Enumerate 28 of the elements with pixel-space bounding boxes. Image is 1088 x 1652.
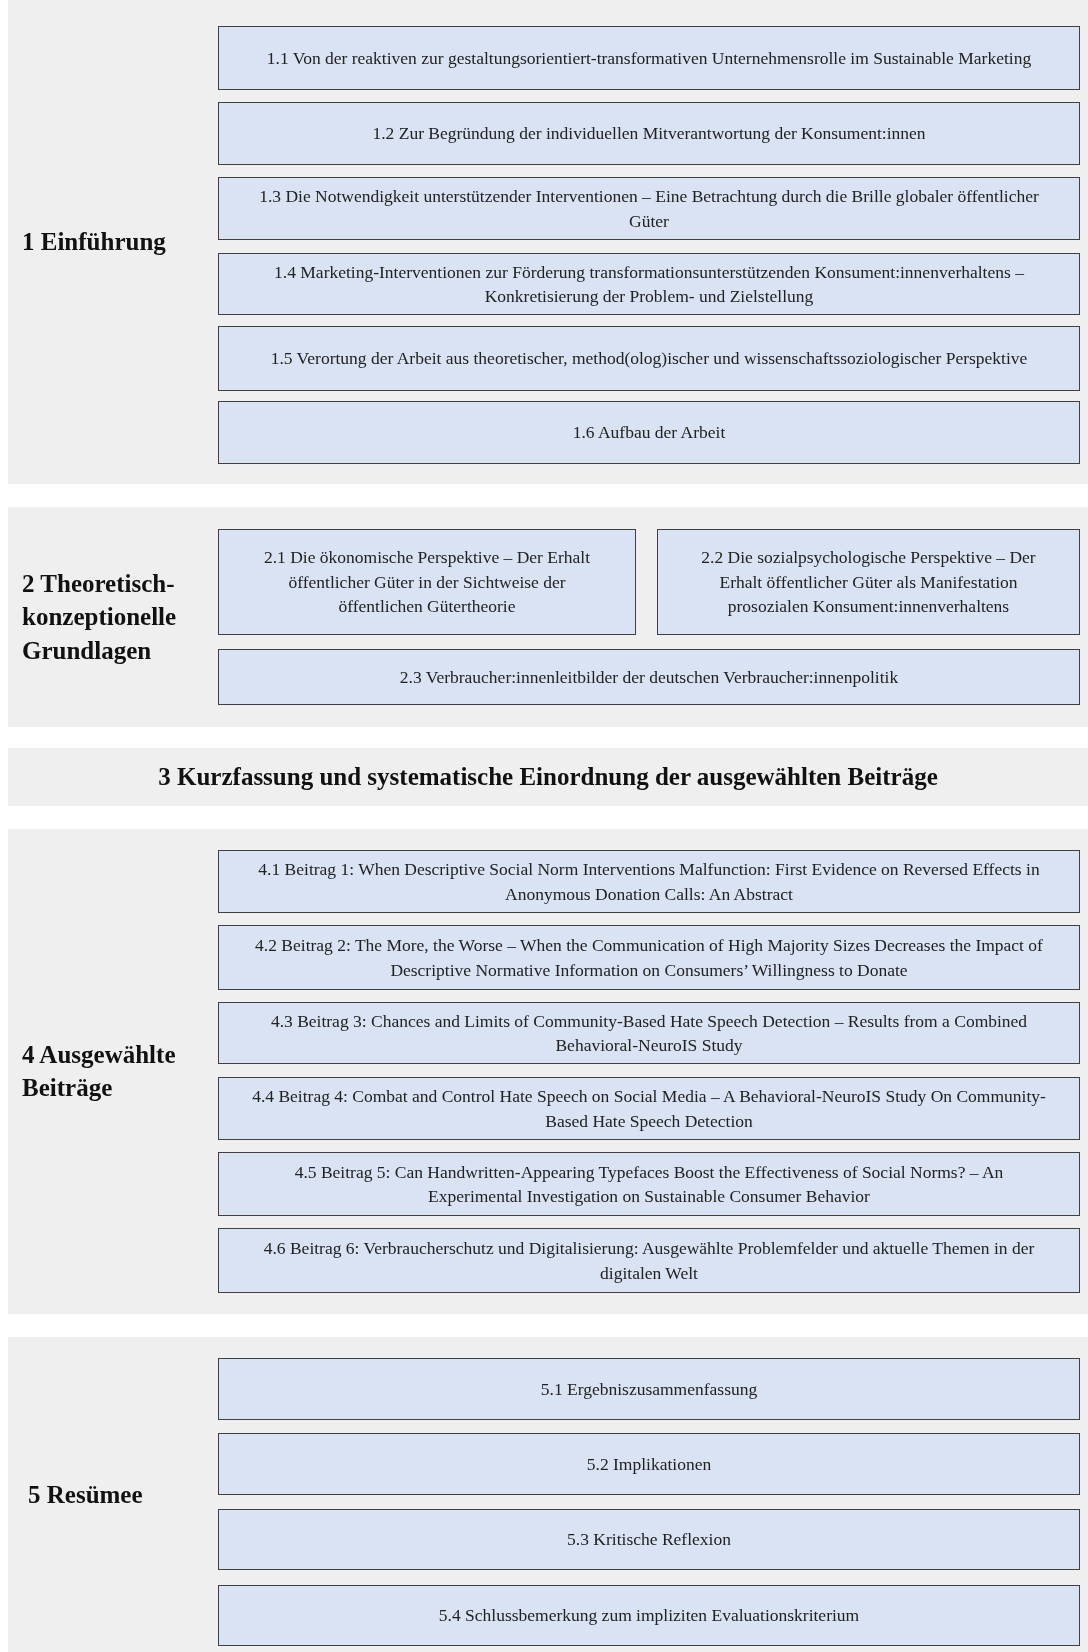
subsection-box: 4.6 Beitrag 6: Verbraucherschutz und Digitalisierung: Ausgewählte Problemfelder und aktuelle Themen in der digitalen Welt bbox=[218, 1228, 1080, 1293]
subsection-box: 1.3 Die Notwendigkeit unterstützender Interventionen – Eine Betrachtung durch die Brille globaler öffentlicher Güter bbox=[218, 177, 1080, 240]
subsection-box: 2.2 Die sozialpsychologische Perspektive – Der Erhalt öffentlicher Güter als Manifestation prosozialen Konsument:innenverhaltens bbox=[657, 529, 1080, 635]
subsection-box: 1.1 Von der reaktiven zur gestaltungsorientiert-transformativen Unternehmensrolle im Sustainable Marketing bbox=[218, 26, 1080, 90]
subsection-box: 5.1 Ergebniszusammenfassung bbox=[218, 1358, 1080, 1420]
subsection-box: 5.4 Schlussbemerkung zum impliziten Evaluationskriterium bbox=[218, 1585, 1080, 1646]
subsection-box: 5.3 Kritische Reflexion bbox=[218, 1509, 1080, 1570]
subsection-box: 1.5 Verortung der Arbeit aus theoretischer, method(olog)ischer und wissenschaftssoziologischer Perspektive bbox=[218, 326, 1080, 391]
subsection-box: 1.4 Marketing-Interventionen zur Förderung transformationsunterstützenden Konsument:innenverhaltens – Konkretisierung der Problem- und Zielstellung bbox=[218, 253, 1080, 315]
section-panel bbox=[8, 829, 1088, 1314]
subsection-box: 5.2 Implikationen bbox=[218, 1433, 1080, 1495]
section-heading: 1 Einführung bbox=[22, 227, 166, 257]
subsection-box: 2.1 Die ökonomische Perspektive – Der Erhalt öffentlicher Güter in der Sichtweise der öffentlichen Gütertheorie bbox=[218, 529, 636, 635]
section-heading: 5 Resümee bbox=[28, 1479, 143, 1510]
section-panel bbox=[8, 507, 1088, 727]
subsection-box: 4.5 Beitrag 5: Can Handwritten-Appearing Typefaces Boost the Effectiveness of Social Norms? – An Experimental Investigation on Sustainable Consumer Behavior bbox=[218, 1152, 1080, 1216]
subsection-box: 1.6 Aufbau der Arbeit bbox=[218, 401, 1080, 464]
section-panel bbox=[8, 1337, 1088, 1652]
subsection-box: 4.4 Beitrag 4: Combat and Control Hate Speech on Social Media – A Behavioral-NeuroIS Study On Community-Based Hate Speech Detection bbox=[218, 1077, 1080, 1140]
section-heading: 2 Theoretisch-konzeptionelle Grundlagen bbox=[22, 568, 178, 666]
subsection-box: 2.3 Verbraucher:innenleitbilder der deutschen Verbraucher:innenpolitik bbox=[218, 649, 1080, 705]
subsection-box: 4.1 Beitrag 1: When Descriptive Social Norm Interventions Malfunction: First Evidence on Reversed Effects in Anonymous Donation Calls: An Abstract bbox=[218, 850, 1080, 913]
subsection-box: 4.2 Beitrag 2: The More, the Worse – When the Communication of High Majority Sizes Decreases the Impact of Descriptive Normative Information on Consumers’ Willingness to Donate bbox=[218, 925, 1080, 990]
section-heading: 4 Ausgewählte Beiträge bbox=[22, 1039, 177, 1104]
section-panel bbox=[8, 0, 1088, 484]
section-heading: 3 Kurzfassung und systematische Einordnung der ausgewählten Beiträge bbox=[157, 762, 939, 792]
subsection-box: 1.2 Zur Begründung der individuellen Mitverantwortung der Konsument:innen bbox=[218, 102, 1080, 165]
subsection-box: 4.3 Beitrag 3: Chances and Limits of Community-Based Hate Speech Detection – Results from a Combined Behavioral-NeuroIS Study bbox=[218, 1002, 1080, 1064]
